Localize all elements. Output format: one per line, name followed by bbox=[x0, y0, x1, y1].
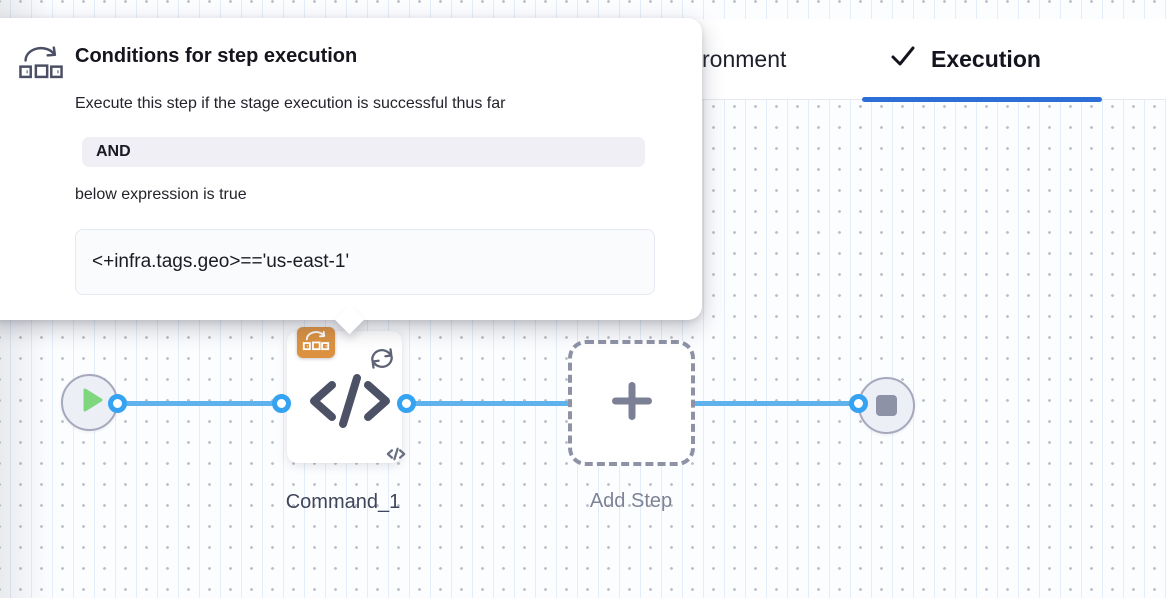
plus-icon bbox=[611, 381, 652, 425]
stop-icon bbox=[876, 395, 897, 416]
port-start-out[interactable] bbox=[108, 394, 127, 413]
edge-addstep-to-end bbox=[694, 401, 856, 406]
step-name-label: Command_1 bbox=[285, 491, 401, 513]
popover-caret bbox=[334, 304, 365, 335]
port-end-in[interactable] bbox=[849, 394, 868, 413]
popover-description: Execute this step if the stage execution… bbox=[75, 95, 506, 112]
port-step-out[interactable] bbox=[397, 394, 416, 413]
play-icon bbox=[76, 387, 104, 418]
popover-title: Conditions for step execution bbox=[75, 45, 358, 67]
add-step-label: Add Step bbox=[589, 490, 673, 512]
tab-execution-label: Execution bbox=[931, 45, 1041, 72]
conditional-execution-icon bbox=[18, 43, 64, 85]
loop-icon bbox=[368, 346, 396, 376]
edge-start-to-step bbox=[100, 401, 290, 406]
add-step-button[interactable] bbox=[568, 340, 695, 466]
tab-execution[interactable]: Execution bbox=[889, 19, 1041, 99]
port-step-in[interactable] bbox=[272, 394, 291, 413]
conditions-popover: Conditions for step execution Execute th… bbox=[0, 18, 702, 335]
operator-chip: AND bbox=[82, 137, 645, 167]
mini-code-icon bbox=[386, 447, 406, 466]
edge-step-to-addstep bbox=[400, 401, 576, 406]
tab-environment[interactable]: ronment bbox=[702, 19, 786, 99]
code-icon bbox=[306, 372, 394, 435]
conditional-execution-icon bbox=[302, 329, 330, 356]
expression-label: below expression is true bbox=[75, 186, 247, 203]
expression-value: <+infra.tags.geo>=='us-east-1' bbox=[75, 229, 655, 295]
active-tab-underline bbox=[862, 97, 1102, 102]
tab-environment-label: ronment bbox=[702, 45, 787, 72]
conditional-execution-badge[interactable] bbox=[297, 327, 335, 358]
check-icon bbox=[889, 43, 917, 75]
